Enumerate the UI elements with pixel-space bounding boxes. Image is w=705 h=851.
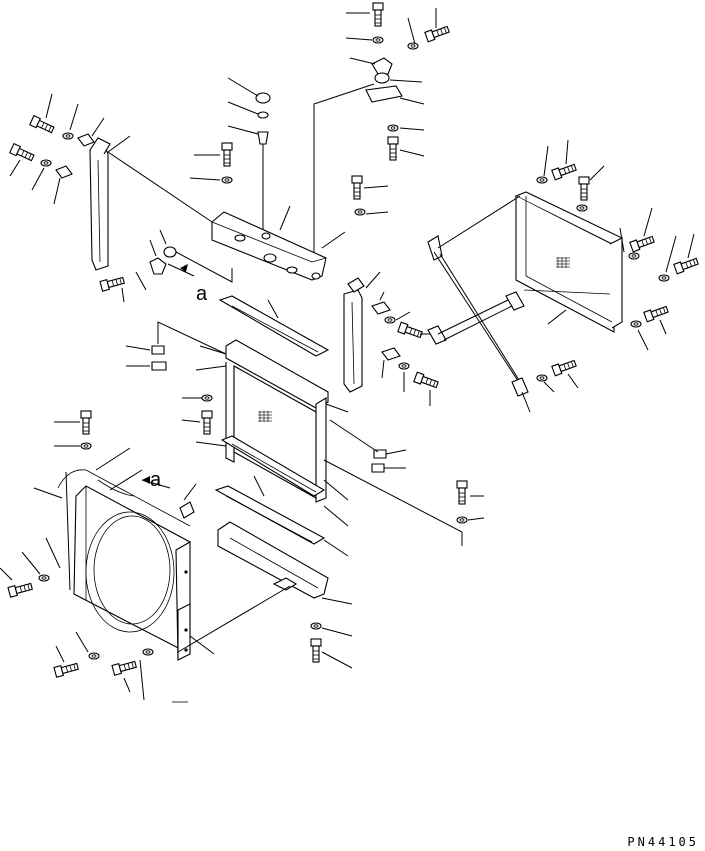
oil-cooler-guard [514, 139, 700, 351]
view-marker-a-upper: a [196, 283, 208, 305]
left-side-support [9, 93, 233, 303]
view-marker-a-lower: a [150, 469, 162, 491]
strut-brace [427, 195, 579, 413]
fan-shroud [0, 410, 291, 703]
right-side-support [329, 271, 440, 473]
radiator-core [125, 295, 349, 557]
upper-tank [211, 205, 346, 281]
lower-tank [217, 521, 353, 669]
lower-right-hardware [323, 459, 485, 546]
page-code: PN44105 [627, 835, 699, 849]
